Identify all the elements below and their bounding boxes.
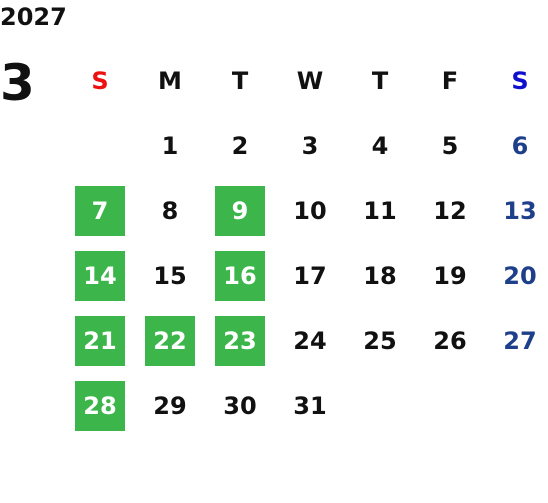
day-number: 3: [301, 131, 319, 160]
day-cell[interactable]: 10: [275, 178, 345, 243]
day-number: 27: [503, 326, 537, 355]
day-number: 28: [83, 391, 117, 420]
day-number: 1: [161, 131, 179, 160]
highlight-marker: [215, 185, 265, 236]
calendar-year: 2027: [0, 3, 67, 31]
day-number: 19: [433, 261, 467, 290]
day-cell-highlighted[interactable]: 7: [65, 178, 135, 243]
day-number: 16: [223, 261, 257, 290]
day-number: 10: [293, 196, 327, 225]
day-cell[interactable]: 5: [415, 113, 485, 178]
day-cell[interactable]: 2: [205, 113, 275, 178]
day-number: 13: [503, 196, 537, 225]
day-number: 12: [433, 196, 467, 225]
day-cell[interactable]: 18: [345, 243, 415, 308]
day-cell[interactable]: 29: [135, 373, 205, 438]
day-cell[interactable]: 27: [485, 308, 548, 373]
weekday-header: S: [91, 66, 109, 95]
day-number: 15: [153, 261, 187, 290]
day-cell[interactable]: 30: [205, 373, 275, 438]
weekday-header: T: [231, 66, 249, 95]
day-cell-highlighted[interactable]: 14: [65, 243, 135, 308]
day-cell[interactable]: 3: [275, 113, 345, 178]
empty-day-cell: [485, 373, 548, 438]
day-number: 30: [223, 391, 257, 420]
weekday-header: W: [296, 66, 324, 95]
day-number: 31: [293, 391, 327, 420]
day-cell-highlighted[interactable]: 9: [205, 178, 275, 243]
day-cell[interactable]: 20: [485, 243, 548, 308]
day-number: 4: [371, 131, 389, 160]
day-cell[interactable]: 12: [415, 178, 485, 243]
day-cell-highlighted[interactable]: 23: [205, 308, 275, 373]
day-number: 24: [293, 326, 327, 355]
day-cell[interactable]: 8: [135, 178, 205, 243]
day-cell-highlighted[interactable]: 16: [205, 243, 275, 308]
day-number: 17: [293, 261, 327, 290]
day-cell-highlighted[interactable]: 22: [135, 308, 205, 373]
day-number: 8: [161, 196, 179, 225]
day-number: 2: [231, 131, 249, 160]
day-number: 26: [433, 326, 467, 355]
day-cell[interactable]: 31: [275, 373, 345, 438]
highlight-marker: [75, 250, 125, 301]
day-cell[interactable]: 11: [345, 178, 415, 243]
day-number: 7: [91, 196, 109, 225]
day-number: 14: [83, 261, 117, 290]
day-cell[interactable]: 15: [135, 243, 205, 308]
highlight-marker: [75, 315, 125, 366]
highlight-marker: [75, 380, 125, 431]
weekday-header: T: [371, 66, 389, 95]
day-cell[interactable]: 13: [485, 178, 548, 243]
day-number: 9: [231, 196, 249, 225]
day-number: 5: [441, 131, 459, 160]
weekday-header: S: [511, 66, 529, 95]
highlight-marker: [145, 315, 195, 366]
day-cell[interactable]: 4: [345, 113, 415, 178]
empty-day-cell: [65, 113, 135, 178]
day-cell[interactable]: 17: [275, 243, 345, 308]
day-cell[interactable]: 19: [415, 243, 485, 308]
day-number: 25: [363, 326, 397, 355]
weekday-header: M: [158, 66, 182, 95]
day-number: 23: [223, 326, 257, 355]
day-number: 29: [153, 391, 187, 420]
highlight-marker: [75, 185, 125, 236]
day-cell[interactable]: 24: [275, 308, 345, 373]
day-cell-highlighted[interactable]: 21: [65, 308, 135, 373]
day-number: 22: [153, 326, 187, 355]
day-number: 11: [363, 196, 397, 225]
day-cell[interactable]: 26: [415, 308, 485, 373]
calendar-month: 3: [0, 54, 35, 112]
highlight-marker: [215, 250, 265, 301]
day-cell[interactable]: 25: [345, 308, 415, 373]
day-number: 20: [503, 261, 537, 290]
empty-day-cell: [415, 373, 485, 438]
day-cell[interactable]: 6: [485, 113, 548, 178]
day-number: 18: [363, 261, 397, 290]
day-number: 6: [511, 131, 529, 160]
empty-day-cell: [345, 373, 415, 438]
highlight-marker: [215, 315, 265, 366]
day-cell[interactable]: 1: [135, 113, 205, 178]
day-number: 21: [83, 326, 117, 355]
weekday-header: F: [441, 66, 459, 95]
day-cell-highlighted[interactable]: 28: [65, 373, 135, 438]
